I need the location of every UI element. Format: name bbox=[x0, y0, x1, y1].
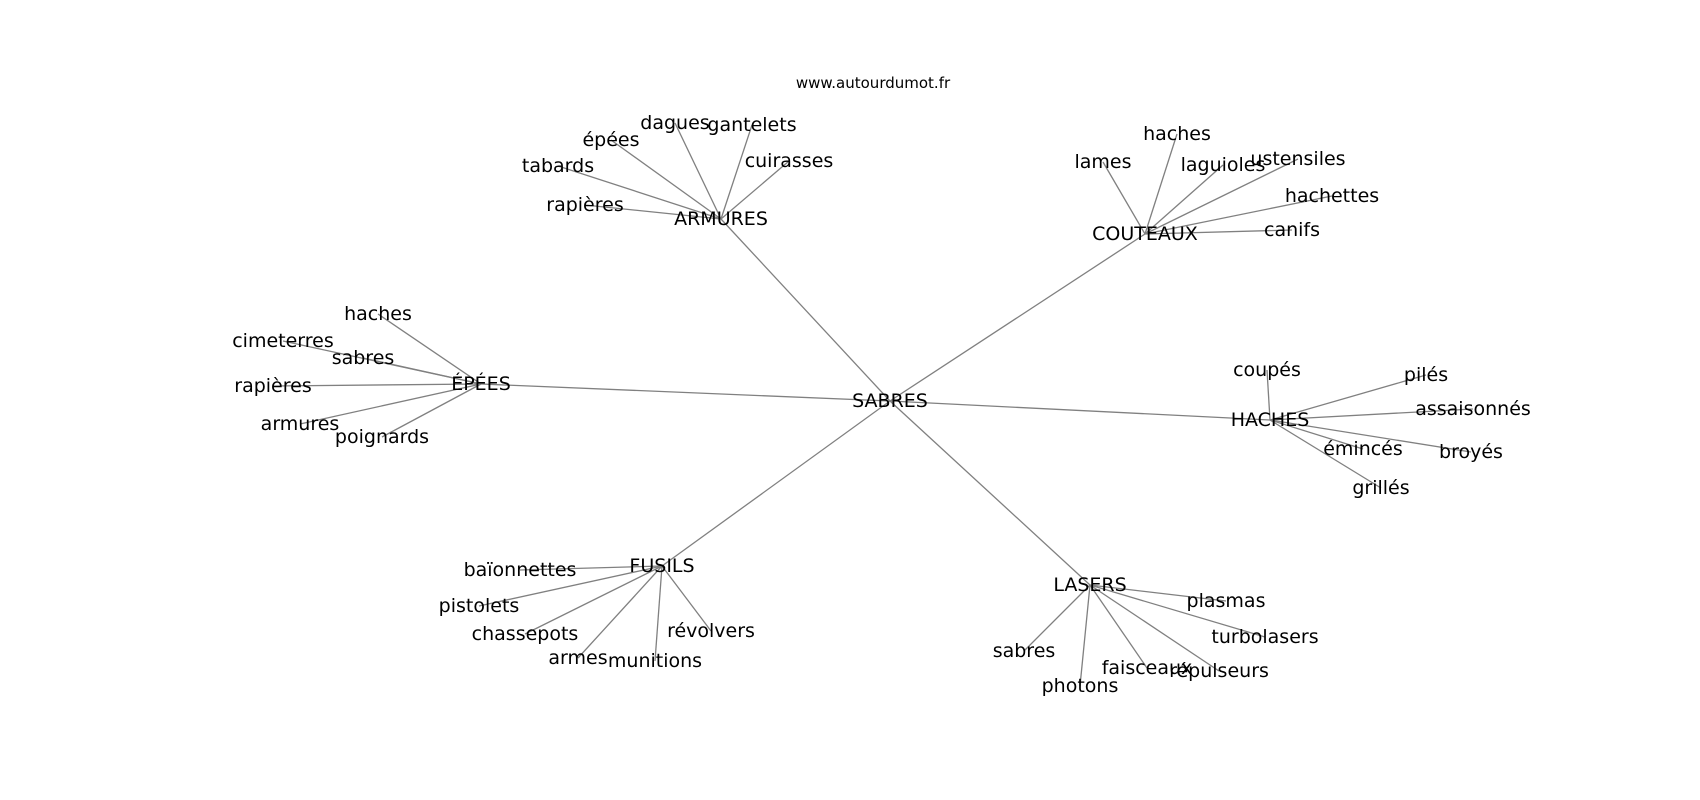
leaf-label: coupés bbox=[1233, 359, 1301, 381]
leaf-label: sabres bbox=[332, 347, 395, 369]
leaf-label: grillés bbox=[1352, 477, 1409, 499]
hub-label-fusils: FUSILS bbox=[629, 555, 694, 577]
edge-center-to-haches bbox=[889, 400, 1271, 421]
edge-lasers-leaf bbox=[1089, 584, 1227, 602]
edge-haches-leaf bbox=[1266, 369, 1271, 421]
leaf-label: répulseurs bbox=[1169, 660, 1269, 682]
leaf-label: canifs bbox=[1264, 219, 1320, 241]
leaf-label: dagues bbox=[640, 112, 709, 134]
leaf-label: armes bbox=[548, 647, 607, 669]
leaf-label: rapières bbox=[546, 194, 623, 216]
leaf-label: tabards bbox=[522, 155, 594, 177]
edge-center-to-lasers bbox=[889, 400, 1091, 586]
leaf-label: émincés bbox=[1323, 438, 1403, 460]
edge-fusils-leaf bbox=[524, 565, 663, 635]
edge-center-to-couteaux bbox=[889, 233, 1146, 402]
leaf-label: turbolasers bbox=[1211, 626, 1318, 648]
edge-haches-leaf bbox=[1269, 374, 1427, 421]
leaf-label: ustensiles bbox=[1250, 148, 1345, 170]
edge-epees-leaf bbox=[272, 383, 482, 387]
leaf-label: hachettes bbox=[1285, 185, 1379, 207]
edge-haches-leaf bbox=[1269, 408, 1474, 421]
leaf-label: broyés bbox=[1439, 441, 1503, 463]
leaf-label: plasmas bbox=[1187, 590, 1266, 612]
edge-haches-leaf bbox=[1269, 419, 1382, 489]
edge-couteaux-leaf bbox=[1144, 229, 1293, 235]
site-url-title: www.autourdumot.fr bbox=[796, 74, 951, 92]
edge-lasers-leaf bbox=[1023, 584, 1091, 652]
hub-label-couteaux: COUTEAUX bbox=[1092, 223, 1198, 245]
edge-couteaux-leaf bbox=[1144, 195, 1333, 235]
leaf-label: sabres bbox=[993, 640, 1056, 662]
leaf-label: laguioles bbox=[1181, 154, 1266, 176]
leaf-label: pistolets bbox=[439, 595, 520, 617]
leaf-label: chassepots bbox=[472, 623, 579, 645]
leaf-label: cimeterres bbox=[232, 330, 334, 352]
leaf-label: photons bbox=[1042, 675, 1119, 697]
leaf-label: révolvers bbox=[667, 620, 755, 642]
leaf-label: armures bbox=[261, 413, 340, 435]
leaf-label: gantelets bbox=[707, 114, 796, 136]
edge-fusils-leaf bbox=[519, 565, 663, 571]
edge-epees-leaf bbox=[377, 313, 482, 385]
hub-label-haches: HACHES bbox=[1231, 409, 1310, 431]
edge-lasers-leaf bbox=[1089, 584, 1266, 638]
edge-armures-leaf bbox=[720, 160, 790, 220]
edge-haches-leaf bbox=[1269, 419, 1472, 453]
edge-epees-leaf bbox=[299, 383, 482, 425]
edge-armures-leaf bbox=[557, 165, 722, 220]
edge-fusils-leaf bbox=[577, 565, 663, 659]
edge-armures-leaf bbox=[610, 139, 722, 220]
edge-armures-leaf bbox=[674, 122, 722, 220]
leaf-label: assaisonnés bbox=[1415, 398, 1531, 420]
edge-center-to-epees bbox=[480, 383, 891, 402]
edge-armures-leaf bbox=[720, 124, 753, 220]
edge-lasers-leaf bbox=[1089, 584, 1220, 672]
edge-lasers-leaf bbox=[1079, 584, 1091, 687]
hub-label-epees: ÉPÉES bbox=[451, 372, 511, 395]
leaf-label: pilés bbox=[1404, 364, 1448, 386]
edge-haches-leaf bbox=[1269, 419, 1364, 450]
leaf-label: baïonnettes bbox=[464, 559, 577, 581]
edge-couteaux-leaf bbox=[1102, 161, 1146, 235]
edge-lasers-leaf bbox=[1089, 584, 1148, 669]
edge-couteaux-leaf bbox=[1144, 164, 1224, 235]
leaf-label: munitions bbox=[608, 650, 702, 672]
edge-fusils-leaf bbox=[478, 565, 663, 607]
leaf-label: lames bbox=[1074, 151, 1131, 173]
leaf-label: rapières bbox=[234, 375, 311, 397]
edge-center-to-fusils bbox=[661, 400, 891, 567]
leaf-label: haches bbox=[344, 303, 412, 325]
leaf-label: cuirasses bbox=[745, 150, 834, 172]
leaf-label: poignards bbox=[335, 426, 429, 448]
edge-armures-leaf bbox=[584, 204, 722, 220]
hub-label-armures: ARMURES bbox=[674, 208, 768, 230]
leaf-label: haches bbox=[1143, 123, 1211, 145]
center-label: SABRES bbox=[852, 390, 928, 412]
hub-label-lasers: LASERS bbox=[1053, 574, 1126, 596]
leaf-label: faisceaux bbox=[1102, 657, 1193, 679]
edge-fusils-leaf bbox=[654, 565, 663, 662]
graph-edges bbox=[272, 122, 1474, 687]
edge-epees-leaf bbox=[362, 357, 482, 385]
edge-fusils-leaf bbox=[661, 565, 712, 632]
edge-center-to-armures bbox=[720, 218, 891, 402]
leaf-label: épées bbox=[582, 129, 639, 151]
edge-couteaux-leaf bbox=[1144, 133, 1178, 235]
edge-couteaux-leaf bbox=[1144, 158, 1299, 235]
edge-epees-leaf bbox=[381, 383, 482, 438]
